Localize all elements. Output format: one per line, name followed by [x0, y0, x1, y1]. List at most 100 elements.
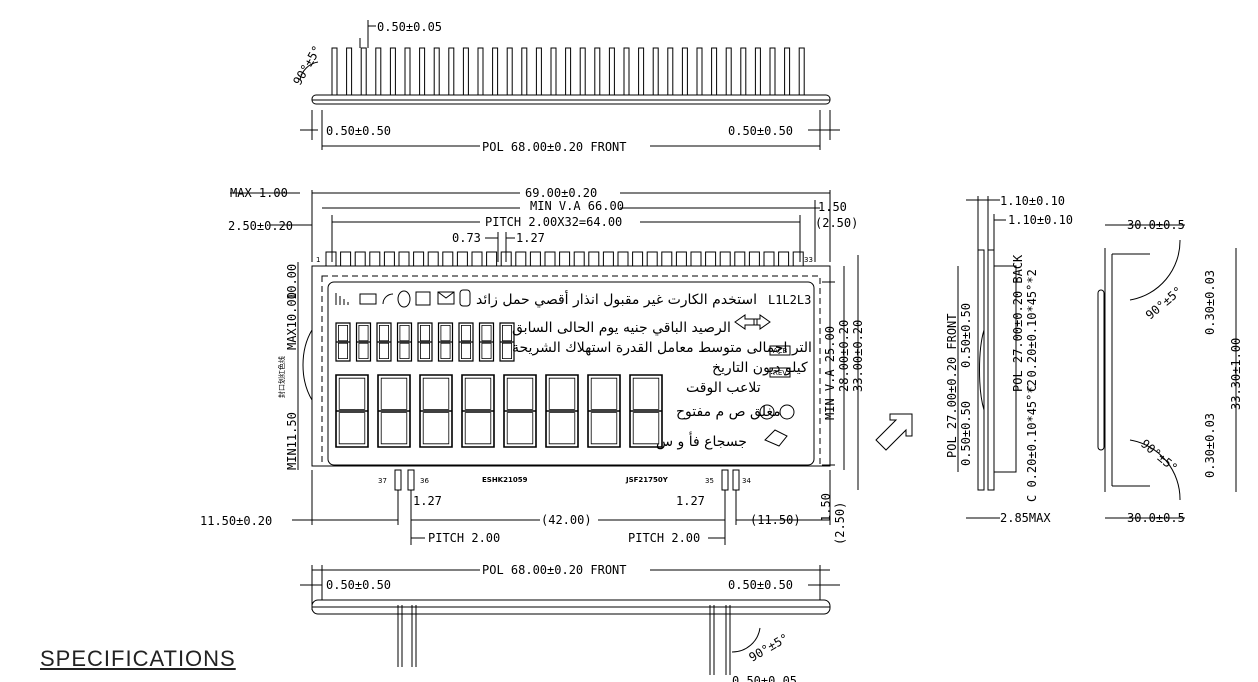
front-view: MAX 1.00 69.00±0.20 MIN V.A 66.00 1.50 (…	[200, 186, 865, 545]
small-digit-outline	[396, 322, 413, 362]
top-pin	[652, 47, 659, 96]
big-digit	[503, 374, 537, 448]
bot-pin-width-label: 0.50±0.05	[732, 674, 797, 682]
front-pin	[486, 251, 498, 267]
front-pin1-label: 1	[316, 256, 320, 264]
small-digit-outline	[417, 322, 433, 362]
wifi-icon	[382, 293, 394, 305]
side-front-glass	[977, 249, 985, 491]
front-pin	[617, 251, 629, 267]
front-pitch-right-label: PITCH 2.00	[628, 531, 700, 545]
big-digit	[629, 374, 663, 448]
small-digit	[478, 322, 495, 362]
top-pin	[638, 47, 645, 96]
front-pin	[690, 251, 702, 267]
top-pin	[448, 47, 455, 96]
small-digit	[376, 322, 392, 362]
bottom-pin-view: POL 68.00±0.20 FRONT 0.50±0.50 0.50±0.50…	[300, 563, 840, 682]
bot-angle-arc	[731, 627, 761, 653]
top-pin	[784, 47, 791, 96]
top-pin	[711, 47, 718, 96]
lock-icon	[459, 289, 471, 307]
front-pin	[369, 251, 381, 267]
side-285-label: 2.85MAX	[1000, 511, 1051, 525]
front-pin	[456, 251, 468, 267]
front-pin	[559, 251, 571, 267]
top-pin	[579, 47, 586, 96]
bottom-pin-34	[732, 469, 740, 491]
front-outline-width-label: 69.00±0.20	[525, 186, 597, 200]
sad-face-icon	[759, 404, 775, 420]
front-max10-label: MAX10.00	[285, 292, 299, 350]
front-va-box	[321, 275, 821, 467]
front-pin	[661, 251, 673, 267]
small-digit-inner	[440, 325, 451, 359]
top-pin	[798, 47, 805, 96]
arrows-icon	[734, 314, 771, 330]
small-digit	[355, 322, 372, 362]
front-pin	[340, 251, 352, 267]
acb-box	[769, 345, 791, 356]
small-digits	[335, 322, 515, 362]
bottom-pin-36	[407, 469, 415, 491]
side-polarizer	[993, 265, 1017, 473]
big-digit-inner	[422, 377, 450, 445]
small-digit-inner	[379, 325, 389, 359]
mail-flap	[437, 291, 455, 299]
small-digit-outline	[478, 322, 495, 362]
top-pin	[608, 47, 615, 96]
front-pin	[398, 251, 410, 267]
code-right: JSF21750Y	[625, 476, 669, 484]
big-digit-outline	[377, 374, 411, 448]
end-angle1-label: 90°±5°	[1143, 284, 1185, 323]
small-digit-inner	[399, 325, 410, 359]
front-pins	[325, 251, 804, 267]
small-digit	[458, 322, 474, 362]
happy-face-icon	[779, 404, 795, 420]
top-pin-view: 0.50±0.05 90°±5° 0.50±0.50 0.50±0.50 POL…	[290, 20, 840, 154]
end-angle2-label: 90°±5°	[1138, 437, 1180, 476]
end-offset2-label: 0.30±0.03	[1203, 413, 1217, 478]
front-pin	[705, 251, 717, 267]
front-bottom-right-label: (11.50)	[750, 513, 801, 527]
front-pin	[778, 251, 790, 267]
front-bottom-150-label: 1.50	[819, 493, 833, 522]
small-digit-inner	[502, 325, 512, 359]
signal-icon	[335, 293, 349, 305]
big-digit-inner	[338, 377, 366, 445]
end-bottom-w-label: 30.0±0.5	[1127, 511, 1185, 525]
top-pin	[404, 47, 411, 96]
front-pitch-total-label: PITCH 2.00X32=64.00	[485, 215, 622, 229]
front-glass	[327, 281, 815, 466]
front-center-42-label: (42.00)	[541, 513, 592, 527]
top-pin	[623, 47, 630, 96]
bot-pins-left	[397, 605, 417, 667]
side-t1-label: 1.10±0.10	[1000, 194, 1065, 208]
arabic-line-5: تلاعب الوقت	[686, 380, 761, 396]
front-pin34-label: 34	[742, 477, 751, 485]
front-pin	[427, 251, 439, 267]
big-digit-inner	[464, 377, 492, 445]
top-right-offset-label: 0.50±0.50	[728, 124, 793, 138]
end-arc-top	[1129, 239, 1181, 301]
big-digit-outline	[461, 374, 495, 448]
arabic-line-6: مغلق ص م مفتوح	[676, 404, 781, 420]
side-t2-label: 1.10±0.10	[1008, 213, 1073, 227]
front-pin	[573, 251, 585, 267]
arabic-line-1: استخدم الكارت غير مقبول انذار أقصي حمل ز…	[476, 290, 757, 308]
end-view: 30.0±0.5 30.0±0.5 90°±5° 90°±5° 0.30±0.0…	[1097, 218, 1243, 525]
front-pin	[719, 251, 731, 267]
card-icon	[359, 293, 377, 305]
bluetooth-icon	[397, 290, 411, 308]
small-digit	[396, 322, 413, 362]
front-bottom-left-label: 11.50±0.20	[200, 514, 272, 528]
bot-angle-label: 90°±5°	[747, 631, 792, 665]
small-digit-inner	[338, 325, 348, 359]
front-seal-arc	[302, 329, 313, 401]
small-digit-inner	[420, 325, 430, 359]
front-bottom-127-right-label: 1.27	[676, 494, 705, 508]
front-pin	[792, 251, 804, 267]
front-bottom-250-label: (2.50)	[833, 502, 847, 545]
side-off2-label: 0.50±0.50	[959, 401, 973, 466]
